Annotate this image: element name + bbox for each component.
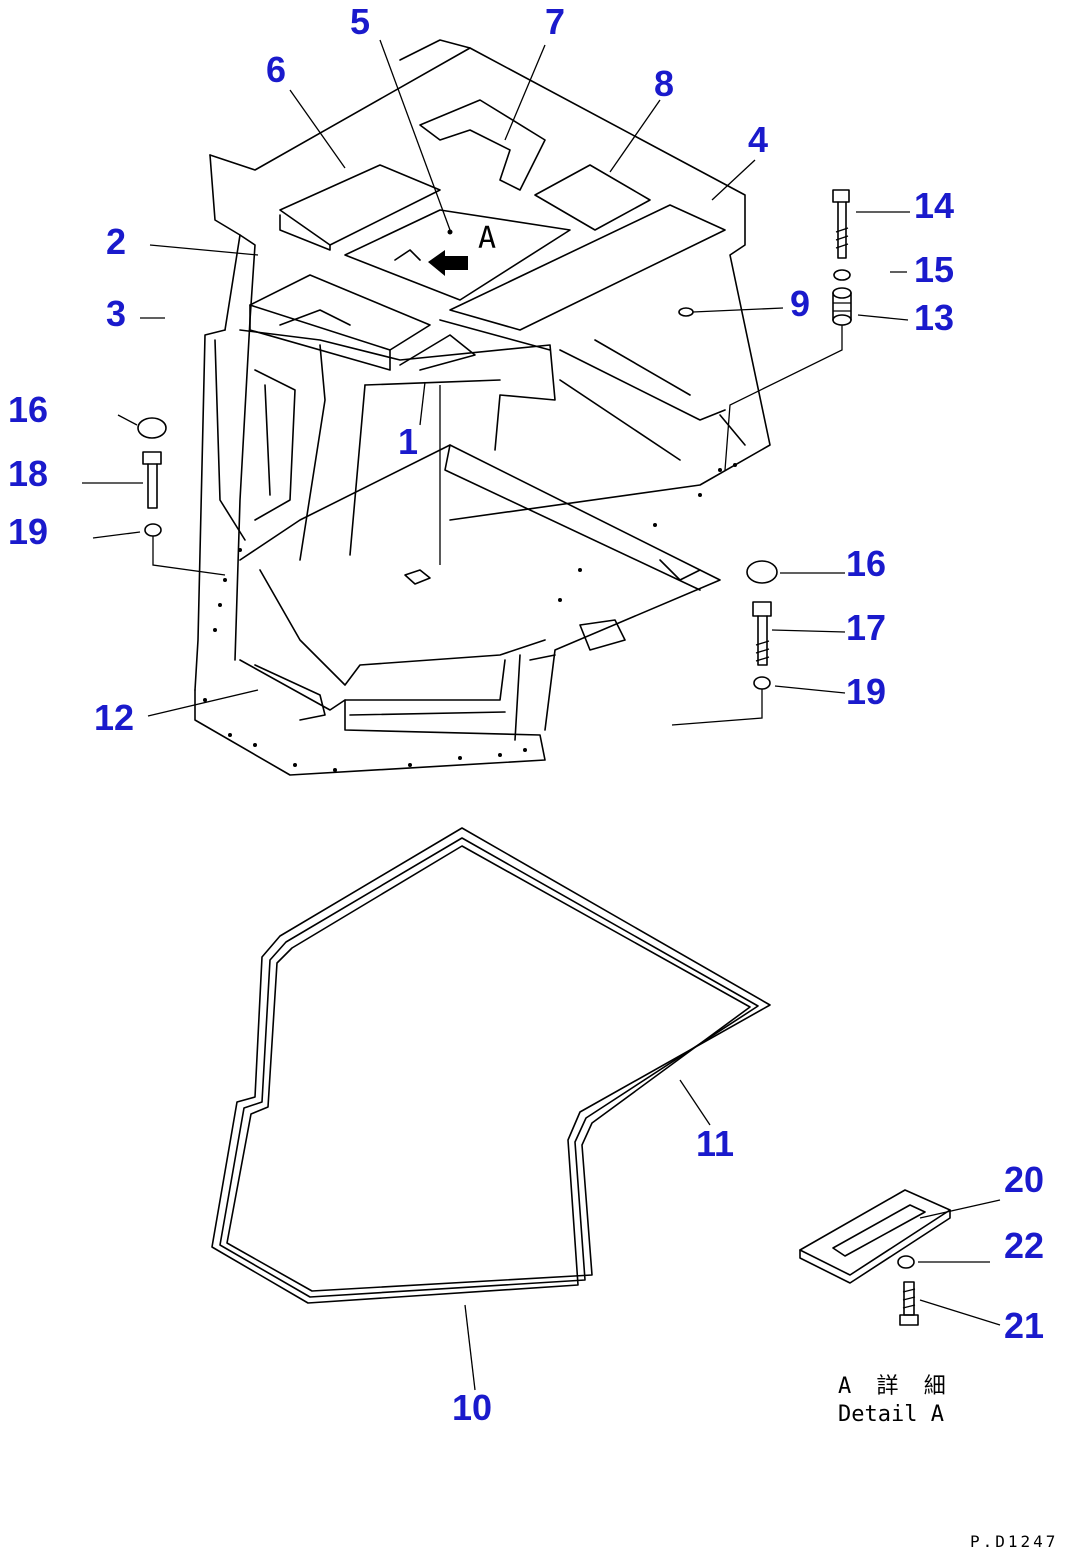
washer-19-left	[144, 523, 162, 537]
callout-16-right: 16	[846, 543, 887, 584]
detail-caption-en: Detail A	[838, 1402, 944, 1427]
callout-4: 4	[748, 119, 769, 160]
callout-17: 17	[846, 607, 887, 648]
view-marker-a: A	[478, 221, 497, 256]
frame-holes	[203, 463, 737, 772]
axis-line-19-left	[152, 536, 226, 576]
floor-seal	[211, 827, 771, 1304]
callout-19-right: 19	[846, 671, 887, 712]
callout-15: 15	[914, 249, 955, 290]
washer-15	[833, 269, 851, 281]
leader-lines	[82, 39, 1001, 1391]
callout-3: 3	[106, 293, 127, 334]
washer-19-right	[753, 676, 771, 690]
cap-16-right	[746, 560, 778, 584]
callout-6: 6	[266, 49, 287, 90]
axis-line-19-right	[671, 689, 763, 726]
detail-a-plate-20	[799, 1189, 951, 1284]
callout-9: 9	[790, 283, 811, 324]
cap-16-left	[137, 417, 167, 439]
callout-7: 7	[545, 1, 566, 42]
bolt-18	[142, 451, 162, 509]
callout-12: 12	[94, 697, 135, 738]
floor-frame-assembly	[194, 39, 771, 776]
callout-18: 18	[8, 453, 49, 494]
bolt-21	[899, 1281, 919, 1326]
bolt-17	[752, 601, 772, 666]
spacer-13	[832, 287, 852, 326]
callout-20: 20	[1004, 1159, 1045, 1200]
callout-22: 22	[1004, 1225, 1045, 1266]
drawing-code: P.D1247	[970, 1532, 1059, 1551]
callout-10: 10	[452, 1387, 493, 1428]
axis-line-13	[724, 325, 843, 471]
callout-16-left: 16	[8, 389, 49, 430]
callout-5: 5	[350, 1, 371, 42]
callout-13: 13	[914, 297, 955, 338]
detail-caption-jp: A 詳 細	[838, 1374, 952, 1399]
callout-2: 2	[106, 221, 127, 262]
callout-8: 8	[654, 63, 675, 104]
callout-11: 11	[696, 1123, 735, 1164]
callout-1: 1	[398, 421, 419, 462]
callout-19-left: 19	[8, 511, 49, 552]
washer-22	[897, 1255, 915, 1269]
callout-21: 21	[1004, 1305, 1045, 1346]
callout-14: 14	[914, 185, 955, 226]
bolt-14	[832, 189, 850, 259]
